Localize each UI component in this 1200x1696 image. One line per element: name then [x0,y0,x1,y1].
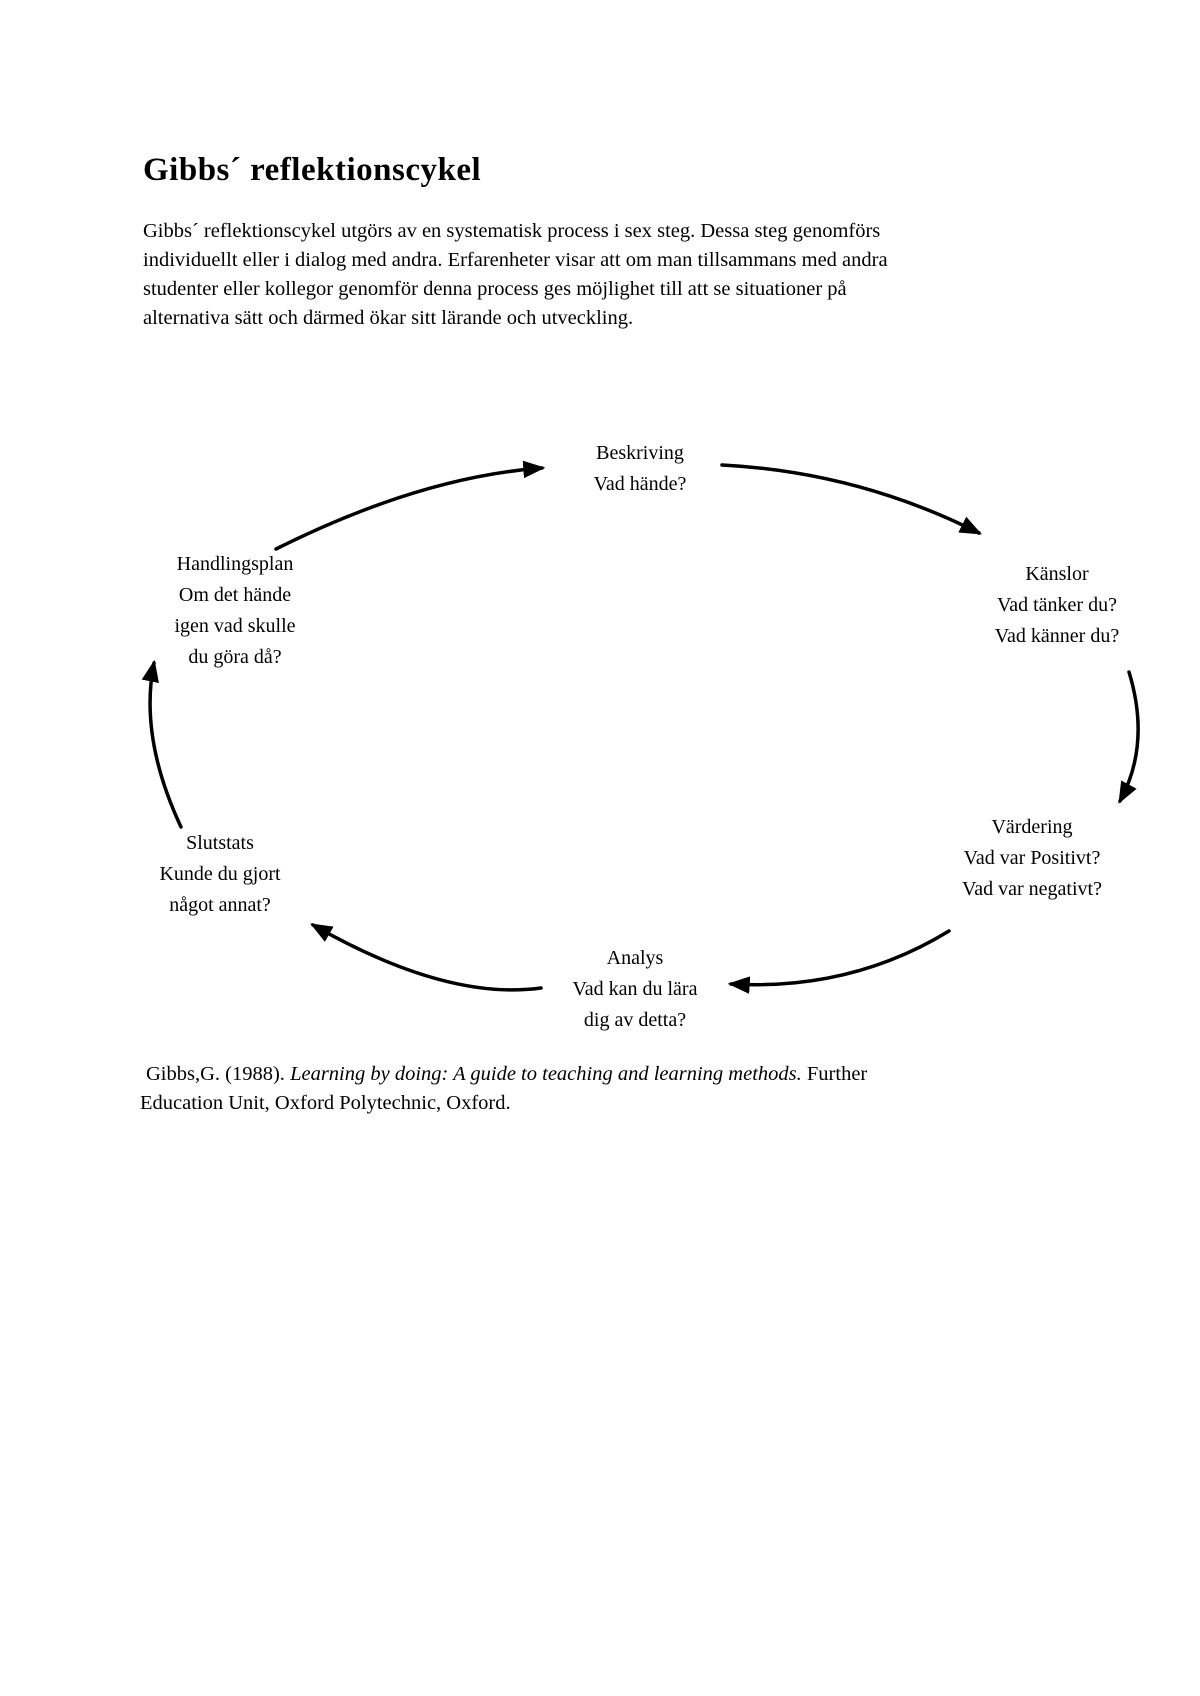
node-beskriving: Beskriving Vad hände? [490,438,790,500]
node-vardering: Värdering Vad var Positivt? Vad var nega… [882,812,1182,905]
citation-suffix: Further [801,1063,868,1085]
node-question: Vad var negativt? [962,878,1102,900]
node-question: Vad var Positivt? [963,847,1101,869]
node-question: något annat? [169,894,271,916]
node-kanslor: Känslor Vad tänker du? Vad känner du? [907,559,1200,652]
node-title: Analys [606,947,664,969]
node-question: Vad hände? [593,473,687,495]
intro-paragraph: Gibbs´ reflektionscykel utgörs av en sys… [143,217,1063,333]
arrow-kanslor-to-vardering [1118,670,1140,804]
citation-line: Education Unit, Oxford Polytechnic, Oxfo… [140,1092,511,1114]
intro-line: alternativa sätt och därmed ökar sitt lä… [143,307,634,329]
node-question: Kunde du gjort [159,863,281,885]
node-question: dig av detta? [583,1009,687,1031]
node-question: Om det hände [178,584,292,606]
intro-line: individuellt eller i dialog med andra. E… [143,249,888,271]
node-handlingsplan: Handlingsplan Om det hände igen vad skul… [85,549,385,673]
node-title: Värdering [991,816,1073,838]
citation-italic-title: Learning by doing: A guide to teaching a… [290,1063,802,1085]
arrow-analys-to-slutstats [310,923,543,992]
citation-line: Gibbs,G. (1988). Learning by doing: A gu… [140,1060,1080,1089]
node-title: Beskriving [596,442,684,464]
citation: Gibbs,G. (1988). Learning by doing: A gu… [140,1060,1080,1118]
node-question: igen vad skulle [174,615,296,637]
node-title: Slutstats [186,832,254,854]
node-title: Handlingsplan [176,553,294,575]
intro-line: Gibbs´ reflektionscykel utgörs av en sys… [143,220,881,242]
arrow-beskriving-to-kanslor [720,463,982,535]
citation-prefix: Gibbs,G. (1988). [146,1063,291,1085]
arrow-slutstats-to-handlingsplan [141,659,183,829]
node-question: Vad kan du lära [572,978,698,1000]
cycle-arrows-layer [141,460,1140,994]
arrow-vardering-to-analys [727,929,951,994]
node-analys: Analys Vad kan du lära dig av detta? [485,943,785,1036]
node-title: Känslor [1025,563,1089,585]
node-question: Vad känner du? [994,625,1120,647]
node-question: du göra då? [188,646,282,668]
intro-line: studenter eller kollegor genomför denna … [143,278,847,300]
arrow-handlingsplan-to-beskriving [274,460,546,551]
node-question: Vad tänker du? [997,594,1117,616]
page-title: Gibbs´ reflektionscykel [143,152,482,188]
node-slutstats: Slutstats Kunde du gjort något annat? [70,828,370,921]
